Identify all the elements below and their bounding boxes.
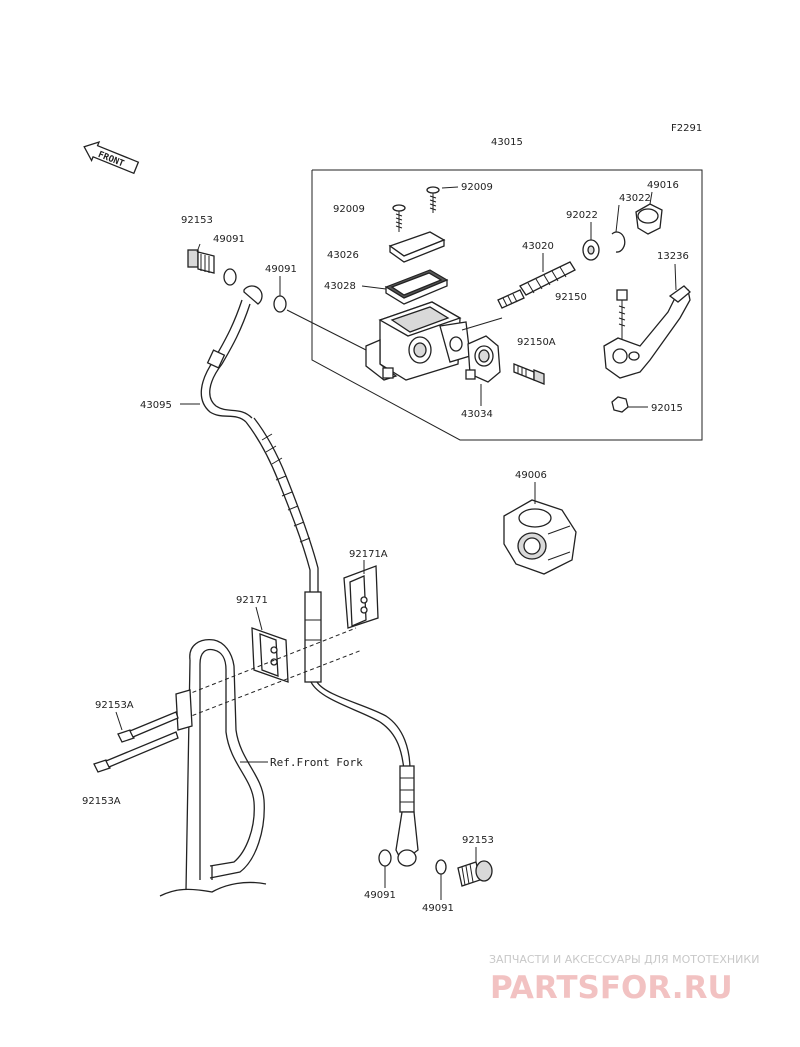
washer-92022-hole bbox=[587, 245, 595, 255]
leader-92153a-top bbox=[115, 711, 123, 731]
label-43034: 43034 bbox=[461, 409, 493, 420]
cover-screw-b bbox=[426, 186, 440, 213]
washer-49091-bottom-left bbox=[378, 849, 392, 867]
label-92153-bottom: 92153 bbox=[462, 835, 494, 846]
label-49006: 49006 bbox=[515, 470, 547, 481]
label-92171: 92171 bbox=[236, 595, 268, 606]
label-92022: 92022 bbox=[566, 210, 598, 221]
ref-front-fork-label: Ref.Front Fork bbox=[270, 756, 363, 769]
label-49091-bottom-right: 49091 bbox=[422, 903, 454, 914]
clamp-bolt-92153a-top bbox=[117, 711, 179, 743]
washer-49091-top bbox=[223, 268, 237, 286]
hose-clamp-92171 bbox=[251, 627, 289, 683]
leader-13236 bbox=[674, 263, 677, 291]
leader-43022 bbox=[615, 204, 620, 233]
label-43028: 43028 bbox=[324, 281, 356, 292]
brake-lever bbox=[603, 285, 691, 379]
figure-code: F2291 bbox=[671, 123, 702, 134]
switch-housing bbox=[503, 499, 577, 575]
watermark-tagline: ЗАПЧАСТИ И АКСЕССУАРЫ ДЛЯ МОТОТЕХНИКИ bbox=[489, 953, 759, 966]
label-49091-top: 49091 bbox=[213, 234, 245, 245]
label-92009-b: 92009 bbox=[461, 182, 493, 193]
washer-49091-bottom-right bbox=[435, 859, 447, 875]
label-13236: 13236 bbox=[657, 251, 689, 262]
washer-49091-mid bbox=[273, 295, 287, 313]
reservoir-cover bbox=[388, 231, 446, 263]
leader-92150 bbox=[461, 317, 503, 331]
label-92015: 92015 bbox=[651, 403, 683, 414]
dust-boot-49016 bbox=[635, 203, 663, 235]
master-cylinder-body bbox=[365, 301, 471, 381]
label-43095: 43095 bbox=[140, 400, 172, 411]
label-43020: 43020 bbox=[522, 241, 554, 252]
brake-hose bbox=[200, 285, 419, 867]
leader-49016 bbox=[649, 191, 653, 205]
circlip-43022 bbox=[611, 231, 626, 253]
leader-washer-to-cylinder bbox=[286, 309, 371, 353]
handlebar-clamp bbox=[465, 335, 501, 383]
hose-clamp-92171a bbox=[343, 565, 379, 629]
cover-screw-a bbox=[392, 204, 406, 232]
banjo-bolt-top bbox=[187, 249, 215, 274]
routing-guide-lines bbox=[185, 627, 363, 719]
label-43022: 43022 bbox=[619, 193, 651, 204]
leader-92009-b bbox=[441, 186, 459, 189]
leader-92153-top bbox=[196, 243, 201, 253]
front-direction-arrow: FRONT bbox=[83, 140, 140, 175]
label-49091-bottom-left: 49091 bbox=[364, 890, 396, 901]
clamp-bolt-92153a-bottom bbox=[93, 731, 179, 773]
front-fork-reference bbox=[159, 639, 267, 897]
label-92171a: 92171A bbox=[349, 549, 388, 560]
label-92153a-top: 92153A bbox=[95, 700, 134, 711]
leader-43028 bbox=[361, 285, 387, 290]
banjo-bolt-bottom bbox=[457, 860, 493, 887]
label-92153a-bottom: 92153A bbox=[82, 796, 121, 807]
label-49091-mid: 49091 bbox=[265, 264, 297, 275]
nut-92015 bbox=[611, 396, 629, 413]
label-92153-top: 92153 bbox=[181, 215, 213, 226]
label-92009-a: 92009 bbox=[333, 204, 365, 215]
watermark-brand: PARTSFOR.RU bbox=[490, 970, 733, 1006]
label-92150a: 92150A bbox=[517, 337, 556, 348]
label-92150: 92150 bbox=[555, 292, 587, 303]
assembly-outline-box bbox=[311, 169, 703, 441]
label-43026: 43026 bbox=[327, 250, 359, 261]
leader-92171 bbox=[255, 606, 263, 631]
reservoir-diaphragm bbox=[384, 269, 449, 305]
piston-assembly bbox=[497, 261, 576, 309]
label-49016: 49016 bbox=[647, 180, 679, 191]
clamp-bolt bbox=[513, 363, 545, 385]
assembly-number-label: 43015 bbox=[491, 137, 523, 148]
